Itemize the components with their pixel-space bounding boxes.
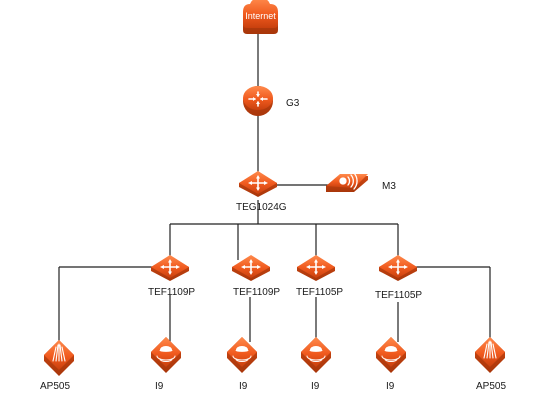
ap1-label: AP505 xyxy=(40,381,70,392)
m3-label: M3 xyxy=(382,181,396,192)
controller-node-m3[interactable]: M3 xyxy=(326,172,396,192)
access-point-icon xyxy=(475,337,505,373)
switch-icon xyxy=(297,255,335,281)
access-switch-node-tef1[interactable]: TEF1109P xyxy=(148,255,195,298)
tef2-label: TEF1109P xyxy=(233,287,280,298)
access-switch-node-tef2[interactable]: TEF1109P xyxy=(232,255,280,298)
ceiling-ap-icon xyxy=(376,337,406,373)
switch-icon xyxy=(151,255,189,281)
wireless-controller-icon xyxy=(326,172,368,192)
ceiling-ap-node-i9c[interactable]: I9 xyxy=(301,337,331,392)
teg1024g-label: TEG1024G xyxy=(236,202,287,213)
ceiling-ap-icon xyxy=(151,337,181,373)
i9d-label: I9 xyxy=(386,381,395,392)
access-point-node-ap1[interactable]: AP505 xyxy=(40,340,74,392)
tef3-label: TEF1105P xyxy=(296,287,343,298)
g3-label: G3 xyxy=(286,98,300,109)
ceiling-ap-icon xyxy=(227,337,257,373)
i9a-label: I9 xyxy=(155,381,164,392)
internet-node[interactable]: Internet xyxy=(243,0,278,34)
ceiling-ap-node-i9a[interactable]: I9 xyxy=(151,337,181,392)
cloud-icon xyxy=(243,0,278,34)
switch-icon xyxy=(379,255,417,281)
ceiling-ap-node-i9b[interactable]: I9 xyxy=(227,337,257,392)
core-switch-node-teg1024g[interactable]: TEG1024G xyxy=(236,171,287,213)
router-node-g3[interactable]: G3 xyxy=(243,86,300,116)
ceiling-ap-icon xyxy=(301,337,331,373)
ceiling-ap-node-i9d[interactable]: I9 xyxy=(376,337,406,392)
ap2-label: AP505 xyxy=(476,381,506,392)
i9b-label: I9 xyxy=(239,381,248,392)
i9c-label: I9 xyxy=(311,381,320,392)
access-switch-node-tef3[interactable]: TEF1105P xyxy=(296,255,343,298)
tef4-label: TEF1105P xyxy=(375,290,422,301)
access-point-icon xyxy=(44,340,74,376)
connection-lines xyxy=(58,26,491,342)
access-switch-node-tef4[interactable]: TEF1105P xyxy=(375,255,422,301)
tef1-label: TEF1109P xyxy=(148,287,195,298)
internet-label: Internet xyxy=(245,11,276,21)
access-point-node-ap2[interactable]: AP505 xyxy=(475,337,506,392)
router-icon xyxy=(243,86,273,116)
switch-icon xyxy=(239,171,277,197)
